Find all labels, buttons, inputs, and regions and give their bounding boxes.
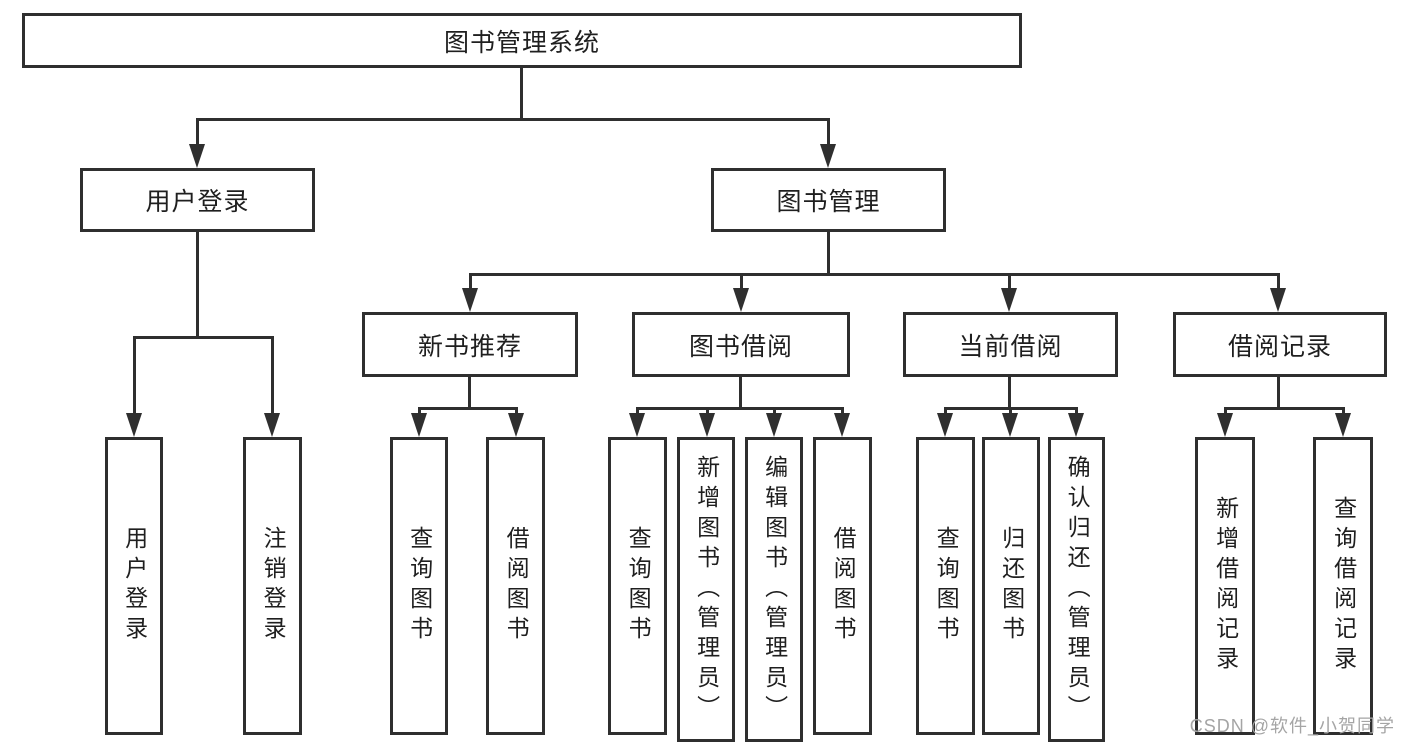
node-leaf-cb-return-books: 归还图书 bbox=[982, 437, 1040, 735]
connector-root-right-drop bbox=[827, 118, 830, 148]
arrowhead-icon bbox=[1270, 288, 1286, 312]
connector-root-left-drop bbox=[196, 118, 199, 148]
arrowhead-icon bbox=[834, 413, 850, 437]
arrowhead-icon bbox=[264, 413, 280, 437]
node-user-login-label: 用户登录 bbox=[145, 188, 250, 216]
node-leaf-bb-edit-books: 编辑图书（管理员） bbox=[745, 437, 803, 742]
connector-root-stem bbox=[520, 66, 523, 121]
node-leaf-cb-query-books: 查询图书 bbox=[916, 437, 975, 735]
connector-records-stem bbox=[1277, 375, 1280, 410]
node-leaf-rec-query-books: 查询图书 bbox=[390, 437, 448, 735]
node-borrow-records-label: 借阅记录 bbox=[1227, 332, 1332, 361]
arrowhead-icon bbox=[1217, 413, 1233, 437]
node-leaf-bb-borrow-books: 借阅图书 bbox=[813, 437, 872, 735]
node-leaf-bb-query-books: 查询图书 bbox=[608, 437, 667, 735]
connector-userlogin-bus bbox=[133, 336, 274, 339]
node-new-book-recommend: 新书推荐 bbox=[362, 312, 578, 377]
connector-borrow-stem bbox=[739, 375, 742, 410]
arrowhead-icon bbox=[411, 413, 427, 437]
arrowhead-icon bbox=[629, 413, 645, 437]
node-user-login: 用户登录 bbox=[80, 168, 315, 232]
connector-userlogin-drop bbox=[271, 336, 274, 418]
node-book-borrow-label: 图书借阅 bbox=[688, 332, 793, 361]
arrowhead-icon bbox=[1001, 288, 1017, 312]
arrowhead-icon bbox=[937, 413, 953, 437]
node-book-management: 图书管理 bbox=[711, 168, 946, 232]
node-leaf-rec-borrow-books: 借阅图书 bbox=[486, 437, 545, 735]
arrowhead-icon bbox=[462, 288, 478, 312]
connector-current-stem bbox=[1008, 375, 1011, 410]
arrowhead-icon bbox=[1002, 413, 1018, 437]
arrowhead-icon bbox=[1335, 413, 1351, 437]
connector-root-bus bbox=[196, 118, 830, 121]
node-book-management-label: 图书管理 bbox=[776, 188, 881, 216]
connector-bookmgmt-drop bbox=[469, 273, 472, 293]
connector-records-bus bbox=[1224, 407, 1345, 410]
arrowhead-icon bbox=[508, 413, 524, 437]
arrowhead-icon bbox=[126, 413, 142, 437]
node-root: 图书管理系统 bbox=[22, 13, 1022, 68]
arrowhead-icon bbox=[733, 288, 749, 312]
connector-bookmgmt-drop bbox=[740, 273, 743, 293]
arrowhead-icon bbox=[189, 144, 205, 168]
node-leaf-user-login: 用户登录 bbox=[105, 437, 163, 735]
arrowhead-icon bbox=[1068, 413, 1084, 437]
node-leaf-cb-confirm-return: 确认归还（管理员） bbox=[1048, 437, 1105, 742]
arrowhead-icon bbox=[699, 413, 715, 437]
connector-rec-bus bbox=[418, 407, 518, 410]
connector-bookmgmt-drop bbox=[1277, 273, 1280, 293]
connector-bookmgmt-stem bbox=[827, 230, 830, 275]
connector-userlogin-stem bbox=[196, 230, 199, 338]
node-leaf-br-add-record: 新增借阅记录 bbox=[1195, 437, 1255, 735]
connector-rec-stem bbox=[468, 375, 471, 410]
connector-bookmgmt-bus bbox=[469, 273, 1280, 276]
arrowhead-icon bbox=[766, 413, 782, 437]
node-borrow-records: 借阅记录 bbox=[1173, 312, 1387, 377]
node-new-book-recommend-label: 新书推荐 bbox=[417, 332, 522, 361]
node-leaf-bb-add-books: 新增图书（管理员） bbox=[677, 437, 735, 742]
node-leaf-logout: 注销登录 bbox=[243, 437, 302, 735]
node-leaf-br-query-record: 查询借阅记录 bbox=[1313, 437, 1373, 735]
node-current-borrow: 当前借阅 bbox=[903, 312, 1118, 377]
node-root-label: 图书管理系统 bbox=[443, 28, 600, 57]
csdn-watermark: CSDN @软件_小贺同学 bbox=[1189, 716, 1395, 736]
connector-userlogin-drop bbox=[133, 336, 136, 418]
connector-bookmgmt-drop bbox=[1008, 273, 1011, 293]
node-book-borrow: 图书借阅 bbox=[632, 312, 850, 377]
arrowhead-icon bbox=[820, 144, 836, 168]
connector-borrow-bus bbox=[636, 407, 843, 410]
node-current-borrow-label: 当前借阅 bbox=[958, 332, 1063, 361]
